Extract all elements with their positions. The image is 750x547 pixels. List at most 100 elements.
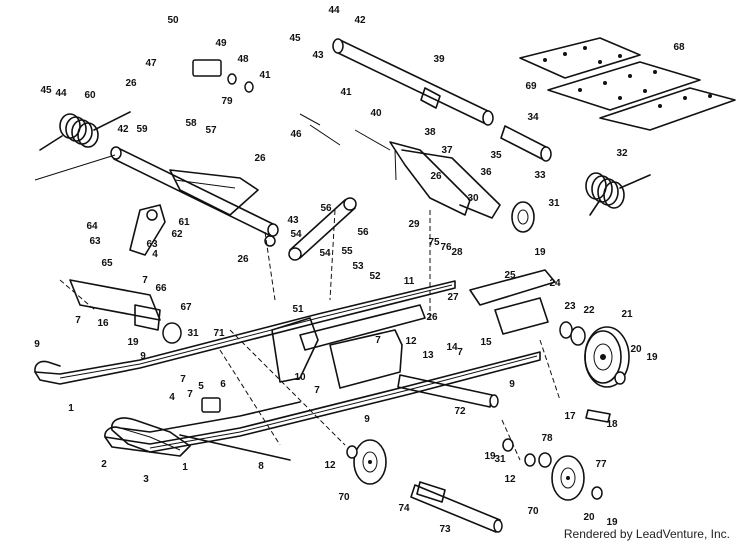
callout-42: 42 [354, 15, 366, 26]
callout-14: 14 [446, 342, 458, 353]
callout-2: 2 [101, 459, 107, 470]
shock-absorber [288, 197, 357, 261]
callout-40: 40 [370, 108, 382, 119]
rear-axle-upper [332, 38, 552, 162]
callout-36: 36 [480, 167, 492, 178]
callout-60: 60 [84, 90, 96, 101]
callout-66: 66 [155, 283, 167, 294]
callout-32: 32 [616, 148, 628, 159]
callout-22: 22 [583, 305, 595, 316]
callout-28: 28 [451, 247, 463, 258]
callout-48: 48 [237, 54, 249, 65]
callout-6: 6 [220, 379, 226, 390]
callout-26: 26 [237, 254, 249, 265]
callout-7: 7 [75, 315, 81, 326]
callout-34: 34 [527, 112, 539, 123]
callout-54: 54 [319, 248, 331, 259]
callout-75: 75 [428, 237, 440, 248]
callout-31: 31 [494, 454, 506, 465]
callout-37: 37 [441, 145, 453, 156]
wheel-70-right [551, 455, 585, 501]
callout-27: 27 [447, 292, 459, 303]
callout-43: 43 [287, 215, 299, 226]
callout-29: 29 [408, 219, 420, 230]
callout-58: 58 [185, 118, 197, 129]
callout-13: 13 [422, 350, 434, 361]
callout-72: 72 [454, 406, 466, 417]
callout-79: 79 [221, 96, 233, 107]
callout-18: 18 [606, 419, 618, 430]
callout-12: 12 [324, 460, 336, 471]
callout-76: 76 [440, 242, 452, 253]
callout-31: 31 [187, 328, 199, 339]
callout-19: 19 [606, 517, 618, 528]
callout-16: 16 [97, 318, 109, 329]
callout-77: 77 [595, 459, 607, 470]
callout-26: 26 [430, 171, 442, 182]
right-rail-lower [104, 351, 541, 453]
callout-7: 7 [142, 275, 148, 286]
callout-56: 56 [357, 227, 369, 238]
spacer-23 [559, 321, 586, 346]
callout-33: 33 [534, 170, 546, 181]
torsion-spring-right [585, 172, 651, 216]
callout-20: 20 [630, 344, 642, 355]
callout-41: 41 [340, 87, 352, 98]
callout-35: 35 [490, 150, 502, 161]
callout-17: 17 [564, 411, 576, 422]
callout-19: 19 [646, 352, 658, 363]
callout-24: 24 [549, 278, 561, 289]
callout-9: 9 [34, 339, 40, 350]
callout-64: 64 [86, 221, 98, 232]
callout-3: 3 [143, 474, 149, 485]
callout-19: 19 [534, 247, 546, 258]
callout-19: 19 [484, 451, 496, 462]
callout-7: 7 [314, 385, 320, 396]
callout-1: 1 [68, 403, 74, 414]
callout-9: 9 [364, 414, 370, 425]
callout-12: 12 [504, 474, 516, 485]
callout-26: 26 [254, 153, 266, 164]
callout-15: 15 [480, 337, 492, 348]
assembly-guide-lines [59, 209, 561, 461]
callout-61: 61 [178, 217, 190, 228]
callout-7: 7 [457, 347, 463, 358]
callout-57: 57 [205, 125, 217, 136]
callout-63: 63 [146, 239, 158, 250]
callout-45: 45 [40, 85, 52, 96]
callout-1: 1 [182, 462, 188, 473]
callout-47: 47 [145, 58, 157, 69]
rear-bracket [469, 269, 556, 335]
callout-44: 44 [328, 5, 340, 16]
callout-42: 42 [117, 124, 129, 135]
lower-shafts [397, 374, 503, 533]
callout-9: 9 [509, 379, 515, 390]
callout-78: 78 [541, 433, 553, 444]
callout-7: 7 [187, 389, 193, 400]
callout-67: 67 [180, 302, 192, 313]
callout-73: 73 [439, 524, 451, 535]
callout-45: 45 [289, 33, 301, 44]
callout-62: 62 [171, 229, 183, 240]
callout-39: 39 [433, 54, 445, 65]
callout-74: 74 [398, 503, 410, 514]
small-hardware [179, 59, 626, 500]
front-axle-upper [34, 146, 279, 237]
callout-12: 12 [405, 336, 417, 347]
callout-53: 53 [352, 261, 364, 272]
callout-41: 41 [259, 70, 271, 81]
callout-49: 49 [215, 38, 227, 49]
callout-55: 55 [341, 246, 353, 257]
skid-plate-front [111, 417, 191, 457]
callout-54: 54 [290, 229, 302, 240]
callout-26: 26 [426, 312, 438, 323]
center-brackets [271, 304, 426, 389]
callout-20: 20 [583, 512, 595, 523]
callout-56: 56 [320, 203, 332, 214]
callout-50: 50 [167, 15, 179, 26]
callout-51: 51 [292, 304, 304, 315]
torsion-spring-left [39, 111, 131, 151]
rendered-by-credit: Rendered by LeadVenture, Inc. [563, 527, 730, 541]
callout-63: 63 [89, 236, 101, 247]
callout-59: 59 [136, 124, 148, 135]
